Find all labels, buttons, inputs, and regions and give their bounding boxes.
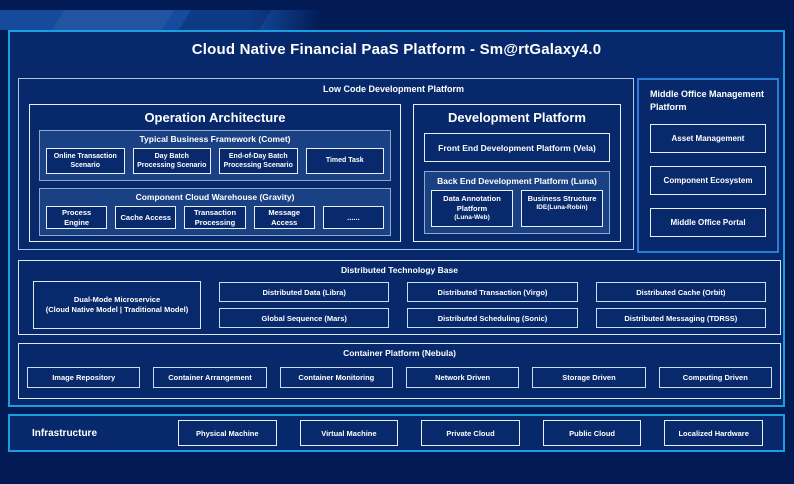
box-storage-driven: Storage Driven — [532, 367, 646, 388]
box-distributed-data: Distributed Data (Libra) — [219, 282, 390, 302]
box-day-batch-processing-scenario: Day Batch Processing Scenario — [132, 148, 211, 174]
back-end-development-group: Back End Development Platform (Luna) Dat… — [424, 171, 610, 234]
component-cloud-warehouse-label: Component Cloud Warehouse (Gravity) — [135, 192, 295, 202]
component-cloud-warehouse-row: Process Engine Cache Access Transaction … — [46, 206, 385, 229]
box-front-end-development-platform: Front End Development Platform (Vela) — [424, 133, 610, 162]
distributed-column-3: Distributed Cache (Orbit) Distributed Me… — [595, 281, 766, 329]
container-platform-row: Image Repository Container Arrangement C… — [19, 358, 780, 388]
box-computing-driven: Computing Driven — [658, 367, 772, 388]
development-platform-title: Development Platform — [448, 110, 586, 125]
top-decorative-band — [0, 10, 320, 30]
component-cloud-warehouse-group: Component Cloud Warehouse (Gravity) Proc… — [39, 188, 391, 236]
infrastructure-label: Infrastructure — [32, 427, 98, 439]
distributed-technology-base-panel: Distributed Technology Base Dual-Mode Mi… — [18, 260, 781, 335]
box-component-ecosystem: Component Ecosystem — [650, 166, 766, 196]
box-global-sequence: Global Sequence (Mars) — [219, 308, 390, 328]
box-distributed-cache: Distributed Cache (Orbit) — [595, 282, 766, 302]
container-platform-label: Container Platform (Nebula) — [343, 348, 456, 358]
development-platform-panel: Development Platform Front End Developme… — [413, 104, 621, 242]
main-panel: Cloud Native Financial PaaS Platform - S… — [8, 30, 785, 407]
box-cache-access: Cache Access — [115, 206, 177, 229]
box-container-arrangement: Container Arrangement — [153, 367, 267, 388]
typical-business-framework-row: Online Transaction Scenario Day Batch Pr… — [46, 148, 384, 174]
page-title: Cloud Native Financial PaaS Platform - S… — [191, 41, 602, 58]
band-background — [0, 10, 320, 30]
container-platform-panel: Container Platform (Nebula) Image Reposi… — [18, 343, 781, 399]
box-image-repository: Image Repository — [27, 367, 141, 388]
box-localized-hardware: Localized Hardware — [664, 420, 763, 446]
box-distributed-messaging: Distributed Messaging (TDRSS) — [595, 308, 766, 328]
operation-architecture-panel: Operation Architecture Typical Business … — [29, 104, 401, 242]
low-code-platform-panel: Low Code Development Platform Operation … — [18, 78, 634, 250]
box-virtual-machine: Virtual Machine — [299, 420, 399, 446]
infrastructure-panel: Infrastructure Physical Machine Virtual … — [8, 414, 785, 452]
band-stripe-light — [50, 10, 176, 30]
typical-business-framework-group: Typical Business Framework (Comet) Onlin… — [39, 130, 391, 181]
data-annotation-platform-code: (Luna-Web) — [454, 214, 490, 222]
box-process-engine: Process Engine — [46, 206, 108, 229]
band-stripe-dark — [177, 10, 273, 30]
box-business-structure-ide: Business Structure IDE(Luna-Robin) — [521, 190, 603, 227]
box-dual-mode-microservice: Dual-Mode Microservice (Cloud Native Mod… — [33, 281, 201, 329]
box-distributed-scheduling: Distributed Scheduling (Sonic) — [407, 308, 578, 328]
box-container-monitoring: Container Monitoring — [279, 367, 393, 388]
box-transaction-processing: Transaction Processing — [184, 206, 246, 229]
box-end-of-day-batch-processing-scenario: End-of-Day Batch Processing Scenario — [219, 148, 298, 174]
box-distributed-transaction: Distributed Transaction (Virgo) — [407, 282, 578, 302]
business-structure-name: Business Structure — [527, 194, 597, 203]
box-public-cloud: Public Cloud — [542, 420, 642, 446]
box-physical-machine: Physical Machine — [178, 420, 277, 446]
low-code-platform-label: Low Code Development Platform — [323, 84, 465, 94]
distributed-column-1: Distributed Data (Libra) Global Sequence… — [219, 281, 390, 329]
box-asset-management: Asset Management — [650, 124, 766, 154]
business-structure-code: IDE(Luna-Robin) — [536, 204, 588, 212]
box-data-annotation-platform: Data Annotation Platform (Luna-Web) — [431, 190, 513, 227]
distributed-column-2: Distributed Transaction (Virgo) Distribu… — [407, 281, 578, 329]
dual-mode-line1: Dual-Mode Microservice — [73, 294, 161, 304]
box-online-transaction-scenario: Online Transaction Scenario — [46, 148, 125, 174]
box-middle-office-portal: Middle Office Portal — [650, 208, 766, 238]
typical-business-framework-label: Typical Business Framework (Comet) — [139, 134, 291, 144]
back-end-development-row: Data Annotation Platform (Luna-Web) Busi… — [431, 190, 603, 227]
operation-architecture-title: Operation Architecture — [144, 110, 286, 125]
distributed-technology-base-label: Distributed Technology Base — [341, 265, 458, 275]
dual-mode-line2: (Cloud Native Model | Traditional Model) — [45, 305, 189, 314]
box-ellipsis: ...... — [322, 206, 385, 229]
box-private-cloud: Private Cloud — [421, 420, 520, 446]
distributed-technology-base-row: Dual-Mode Microservice (Cloud Native Mod… — [19, 275, 780, 329]
box-network-driven: Network Driven — [405, 367, 520, 388]
middle-office-panel: Middle Office Management Platform Asset … — [637, 78, 779, 253]
middle-office-label: Middle Office Management Platform — [650, 89, 765, 112]
back-end-development-label: Back End Development Platform (Luna) — [437, 176, 597, 186]
box-message-access: Message Access — [253, 206, 315, 229]
infrastructure-row: Physical Machine Virtual Machine Private… — [178, 420, 763, 446]
data-annotation-platform-name: Data Annotation Platform — [443, 194, 501, 214]
box-timed-task: Timed Task — [305, 148, 384, 174]
